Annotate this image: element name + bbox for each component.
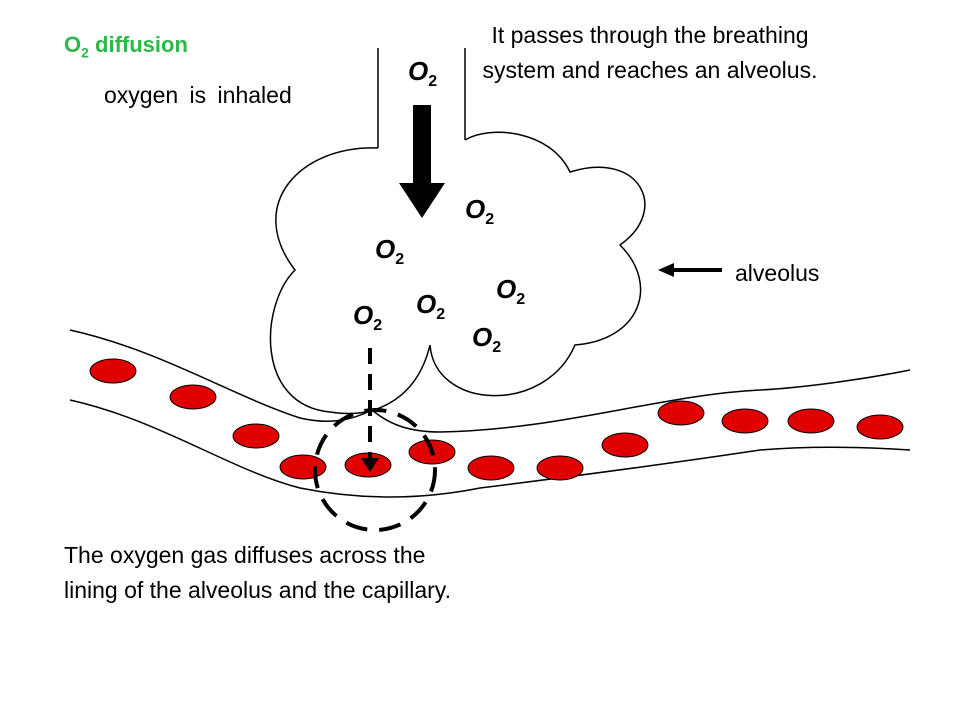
o2-sub: 2: [436, 306, 446, 324]
red-blood-cell: [89, 358, 137, 384]
title-prefix: O: [64, 32, 82, 57]
diffusion-site-circle: [313, 408, 437, 532]
red-blood-cell: [467, 455, 515, 481]
o2-molecule: O2: [408, 56, 437, 91]
o2-molecule: O2: [465, 194, 494, 229]
inhale-arrow-shaft: [413, 105, 431, 185]
alveolus-label: alveolus: [735, 260, 820, 286]
capillary-lower-wall: [69, 399, 911, 498]
o2-main: O: [375, 234, 396, 264]
red-blood-cell: [787, 408, 835, 434]
o2-main: O: [496, 274, 517, 304]
alveolus-sac: [269, 131, 646, 415]
o2-molecule: O2: [353, 300, 382, 335]
passes-label: It passes through the breathing system a…: [482, 22, 818, 83]
o2-sub: 2: [373, 317, 383, 335]
diffuses-label: The oxygen gas diffuses across the linin…: [64, 542, 451, 603]
red-blood-cell: [169, 384, 217, 410]
o2-main: O: [353, 300, 374, 330]
o2-sub: 2: [516, 291, 526, 309]
o2-molecule: O2: [416, 289, 445, 324]
o2-main: O: [472, 322, 493, 352]
o2-molecule: O2: [375, 234, 404, 269]
capillary-upper-wall: [69, 329, 911, 433]
o2-sub: 2: [492, 339, 502, 357]
title-rest: diffusion: [88, 32, 188, 57]
red-blood-cell: [232, 423, 280, 449]
diffusion-arrow-head: [361, 458, 379, 472]
title-subscript: 2: [81, 44, 89, 61]
o2-main: O: [408, 56, 429, 86]
o2-sub: 2: [428, 73, 438, 91]
inhale-arrow-head: [399, 183, 445, 218]
red-blood-cell: [601, 432, 649, 458]
o2-main: O: [465, 194, 486, 224]
o2-molecule: O2: [496, 274, 525, 309]
red-blood-cell: [279, 454, 327, 480]
diagram-title: O2 diffusion: [64, 32, 188, 60]
red-blood-cell: [721, 408, 769, 434]
inhaled-label: oxygen is inhaled: [104, 82, 292, 108]
red-blood-cell: [856, 414, 904, 440]
red-blood-cell: [657, 400, 705, 426]
o2-main: O: [416, 289, 437, 319]
alveolus-pointer-head: [658, 263, 674, 277]
o2-molecule: O2: [472, 322, 501, 357]
o2-sub: 2: [485, 211, 495, 229]
o2-sub: 2: [395, 251, 405, 269]
red-blood-cell: [536, 455, 584, 481]
